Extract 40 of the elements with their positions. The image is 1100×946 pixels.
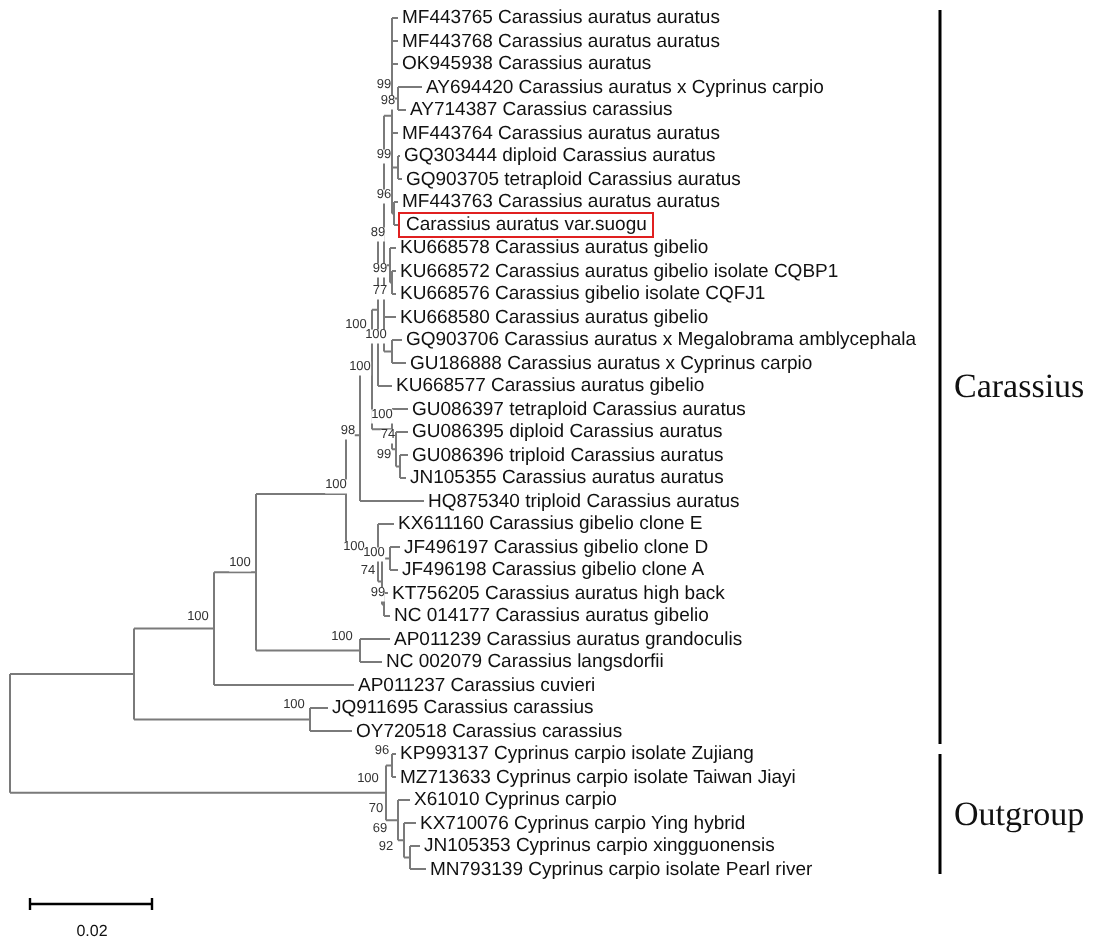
scale-label: 0.02 — [76, 924, 108, 940]
taxon-label: NC 014177 Carassius auratus gibelio — [394, 606, 709, 626]
taxon-label: AY694420 Carassius auratus x Cyprinus carpio — [426, 77, 824, 97]
taxon-label: KU668577 Carassius auratus gibelio — [396, 376, 705, 396]
taxon-label: JQ911695 Carassius carassius — [332, 698, 594, 718]
taxon-label: AP011237 Carassius cuvieri — [358, 675, 596, 695]
taxon-label: GU086397 tetraploid Carassius auratus — [412, 399, 746, 419]
taxon-label: KT756205 Carassius auratus high back — [392, 583, 725, 603]
taxon-label: KU668580 Carassius auratus gibelio — [400, 307, 709, 327]
clade-label: Outgroup — [954, 797, 1085, 831]
taxon-label: GQ903705 tetraploid Carassius auratus — [406, 169, 741, 189]
taxon-label: OK945938 Carassius auratus — [402, 54, 652, 74]
taxon-label: KX611160 Carassius gibelio clone E — [398, 514, 703, 534]
taxon-label: X61010 Cyprinus carpio — [414, 790, 617, 810]
taxon-label: KX710076 Cyprinus carpio Ying hybrid — [420, 813, 746, 833]
taxon-label: JF496198 Carassius gibelio clone A — [402, 560, 705, 580]
taxon-label: KP993137 Cyprinus carpio isolate Zujiang — [400, 744, 754, 764]
taxon-label: JN105355 Carassius auratus auratus — [410, 468, 724, 488]
taxon-label: MZ713633 Cyprinus carpio isolate Taiwan Jiayi — [400, 767, 796, 787]
taxon-label: AY714387 Carassius carassius — [410, 100, 673, 120]
taxon-label: GQ903706 Carassius auratus x Megalobrama amblycephala — [406, 330, 917, 350]
taxon-label: GU086396 triploid Carassius auratus — [412, 445, 724, 465]
highlight-box: Carassius auratus var.suogu — [398, 212, 655, 238]
clade-label: Carassius — [954, 369, 1085, 403]
taxon-label: KU668576 Carassius gibelio isolate CQFJ1 — [400, 284, 766, 304]
taxon-label: MF443764 Carassius auratus auratus — [402, 123, 720, 143]
taxon-label: MF443763 Carassius auratus auratus — [402, 192, 720, 212]
taxon-label: NC 002079 Carassius langsdorfii — [386, 652, 664, 672]
taxon-label: JN105353 Cyprinus carpio xingguonensis — [424, 836, 775, 856]
taxon-label: AP011239 Carassius auratus grandoculis — [394, 629, 743, 649]
taxon-label: OY720518 Carassius carassius — [356, 721, 623, 741]
taxon-label: MN793139 Cyprinus carpio isolate Pearl river — [430, 859, 813, 879]
taxon-label: GQ303444 diploid Carassius auratus — [404, 146, 716, 166]
taxon-label: JF496197 Carassius gibelio clone D — [404, 537, 709, 557]
taxon-label: KU668572 Carassius auratus gibelio isolate CQBP1 — [400, 261, 839, 281]
taxon-label: GU186888 Carassius auratus x Cyprinus carpio — [410, 353, 813, 373]
taxon-label: GU086395 diploid Carassius auratus — [412, 422, 723, 442]
taxon-label: MF443768 Carassius auratus auratus — [402, 31, 720, 51]
taxon-label: HQ875340 triploid Carassius auratus — [428, 491, 740, 511]
taxon-label: MF443765 Carassius auratus auratus — [402, 8, 720, 28]
